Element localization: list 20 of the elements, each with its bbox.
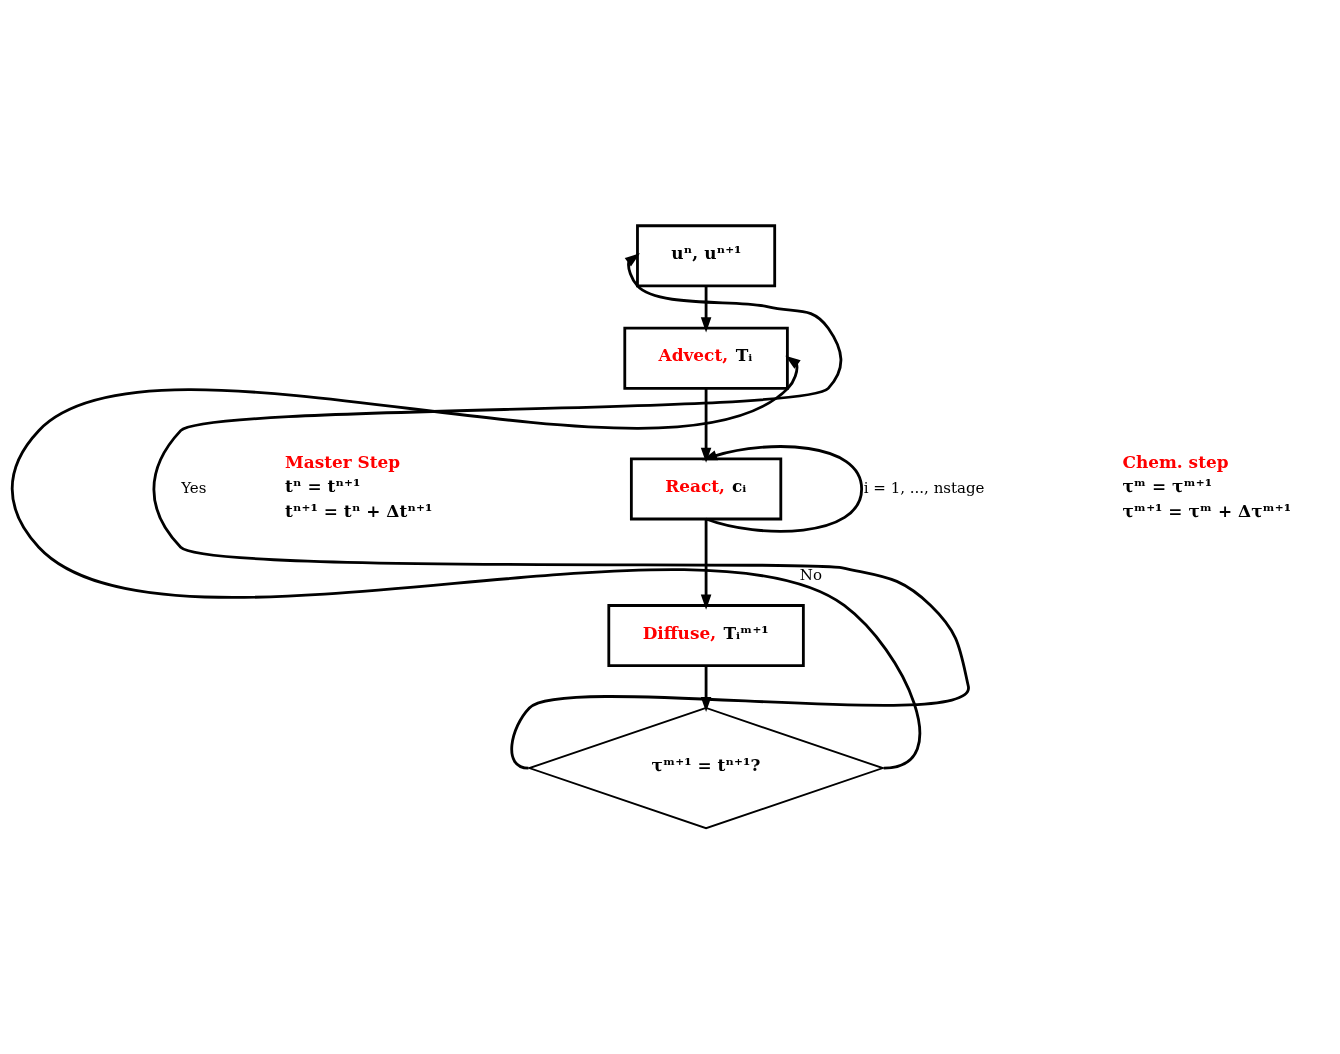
arrow bbox=[702, 445, 864, 533]
arrow bbox=[700, 286, 712, 333]
node-box: Advect, Tᵢ bbox=[623, 326, 789, 390]
arrow bbox=[700, 388, 712, 463]
node-box: Diffuse, Tᵢᵐ⁺¹ bbox=[607, 604, 805, 668]
label: τᵐ⁺¹ = τᵐ + Δτᵐ⁺¹ bbox=[1122, 500, 1292, 521]
arrow bbox=[152, 253, 970, 770]
node-box: uⁿ, uⁿ⁺¹ bbox=[636, 224, 777, 288]
label: τᵐ = τᵐ⁺¹ bbox=[1122, 476, 1213, 497]
label: tⁿ⁺¹ = tⁿ + Δtⁿ⁺¹ bbox=[285, 500, 433, 521]
label: Master Step bbox=[285, 451, 401, 472]
arrow bbox=[700, 519, 712, 610]
label: Chem. step bbox=[1122, 451, 1229, 472]
edge-label: i = 1, ..., nstage bbox=[863, 478, 985, 497]
label: tⁿ = tⁿ⁺¹ bbox=[285, 476, 361, 497]
node-box: React, cᵢ bbox=[629, 457, 783, 521]
node-diamond: τᵐ⁺¹ = tⁿ⁺¹? bbox=[526, 706, 886, 830]
edge-label: Yes bbox=[181, 478, 207, 497]
edge-label: No bbox=[799, 565, 822, 584]
arrow bbox=[11, 355, 921, 770]
